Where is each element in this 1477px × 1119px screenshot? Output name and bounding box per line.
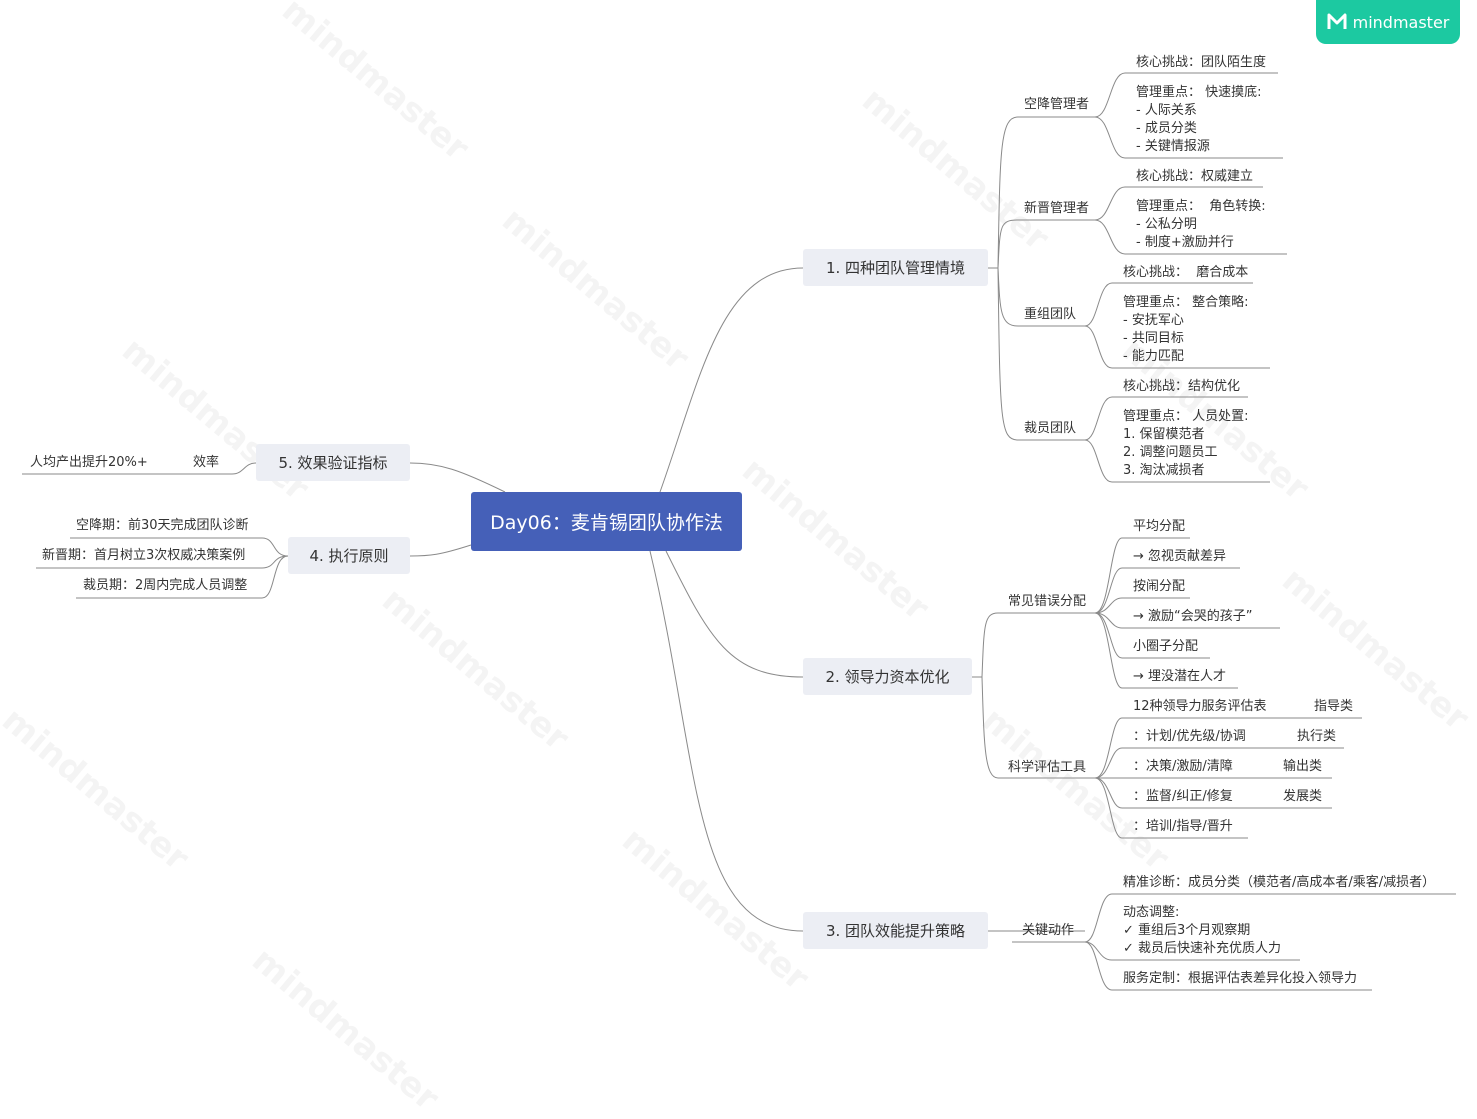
leaf-mistake[interactable]: → 忽视贡献差异 — [1133, 549, 1227, 564]
leaf-service-customization[interactable]: 服务定制：根据评估表差异化投入领导力 — [1123, 971, 1358, 986]
tool-category-tag[interactable]: 指导类 — [1314, 699, 1354, 714]
leaf-mistake[interactable]: → 激励“会哭的孩子” — [1133, 609, 1253, 624]
leaf-principle[interactable]: 裁员期：2周内完成人员调整 — [83, 578, 248, 593]
subtopic-new-manager[interactable]: 新晋管理者 — [1024, 201, 1090, 216]
main-topic-team-scenarios[interactable]: 1. 四种团队管理情境 — [803, 249, 988, 286]
leaf-challenge[interactable]: 核心挑战：结构优化 — [1123, 379, 1241, 394]
leaf-focus[interactable]: 管理重点： 快速摸底: - 人际关系 - 成员分类 - 关键情报源 — [1136, 85, 1262, 154]
subtopic-assessment-tools[interactable]: 科学评估工具 — [1008, 760, 1087, 775]
leaf-tool[interactable]: ：培训/指导/晋升 — [1133, 819, 1233, 834]
main-topic-effect-metrics[interactable]: 5. 效果验证指标 — [256, 444, 410, 481]
main-topic-execution-principles[interactable]: 4. 执行原则 — [288, 537, 410, 574]
leaf-tool[interactable]: ：监督/纠正/修复 — [1133, 789, 1233, 804]
main-topic-leadership-capital[interactable]: 2. 领导力资本优化 — [803, 658, 972, 695]
leaf-tool[interactable]: ：计划/优先级/协调 — [1133, 729, 1246, 744]
subtopic-parachute-manager[interactable]: 空降管理者 — [1024, 97, 1090, 112]
leaf-challenge[interactable]: 核心挑战： 磨合成本 — [1123, 265, 1249, 280]
mindmaster-logo-icon — [1327, 13, 1347, 29]
leaf-metric[interactable]: 人均产出提升20%+ — [30, 455, 148, 470]
central-topic[interactable]: Day06：麦肯锡团队协作法 — [471, 492, 742, 551]
tool-category-tag[interactable]: 输出类 — [1283, 759, 1323, 774]
leaf-mistake[interactable]: 小圈子分配 — [1133, 639, 1199, 654]
leaf-principle[interactable]: 新晋期：首月树立3次权威决策案例 — [42, 548, 246, 563]
leaf-precise-diagnosis[interactable]: 精准诊断：成员分类（模范者/高成本者/乘客/减损者） — [1123, 875, 1436, 890]
leaf-challenge[interactable]: 核心挑战：权威建立 — [1136, 169, 1254, 184]
leaf-tool[interactable]: 12种领导力服务评估表 — [1133, 699, 1267, 714]
link-central-b4 — [409, 544, 472, 557]
link-central-b5 — [409, 462, 506, 493]
tool-category-tag[interactable]: 发展类 — [1283, 789, 1323, 804]
link-central-b3 — [649, 550, 804, 932]
subtopic-common-mistakes[interactable]: 常见错误分配 — [1008, 594, 1087, 609]
leaf-mistake[interactable]: → 埋没潜在人才 — [1133, 669, 1227, 684]
subtopic-key-actions[interactable]: 关键动作 — [1022, 923, 1075, 938]
leaf-mistake[interactable]: 平均分配 — [1133, 519, 1186, 534]
leaf-mistake[interactable]: 按闹分配 — [1133, 579, 1186, 594]
leaf-focus[interactable]: 管理重点： 整合策略: - 安抚军心 - 共同目标 - 能力匹配 — [1123, 295, 1249, 364]
mindmap-connectors — [22, 72, 1456, 991]
leaf-focus[interactable]: 管理重点： 人员处置: 1. 保留模范者 2. 调整问题员工 3. 淘汰减损者 — [1123, 409, 1249, 478]
tool-category-tag[interactable]: 执行类 — [1297, 729, 1337, 744]
leaf-principle[interactable]: 空降期：前30天完成团队诊断 — [76, 518, 249, 533]
mindmaster-logo: mindmaster — [1316, 0, 1460, 44]
leaf-tool[interactable]: ：决策/激励/清障 — [1133, 759, 1233, 774]
subtopic-efficiency[interactable]: 效率 — [193, 455, 220, 470]
main-topic-efficiency-strategy[interactable]: 3. 团队效能提升策略 — [803, 912, 988, 949]
leaf-dynamic-adjustment[interactable]: 动态调整: ✓ 重组后3个月观察期 ✓ 裁员后快速补充优质人力 — [1123, 905, 1282, 956]
subtopic-restructured-team[interactable]: 重组团队 — [1024, 307, 1077, 322]
brand-name: mindmaster — [1352, 12, 1450, 32]
link-central-b2 — [665, 550, 804, 678]
leaf-challenge[interactable]: 核心挑战：团队陌生度 — [1136, 55, 1267, 70]
leaf-focus[interactable]: 管理重点： 角色转换: - 公私分明 - 制度+激励并行 — [1136, 199, 1266, 250]
link-central-b1 — [659, 267, 804, 493]
subtopic-layoff-team[interactable]: 裁员团队 — [1024, 421, 1077, 436]
